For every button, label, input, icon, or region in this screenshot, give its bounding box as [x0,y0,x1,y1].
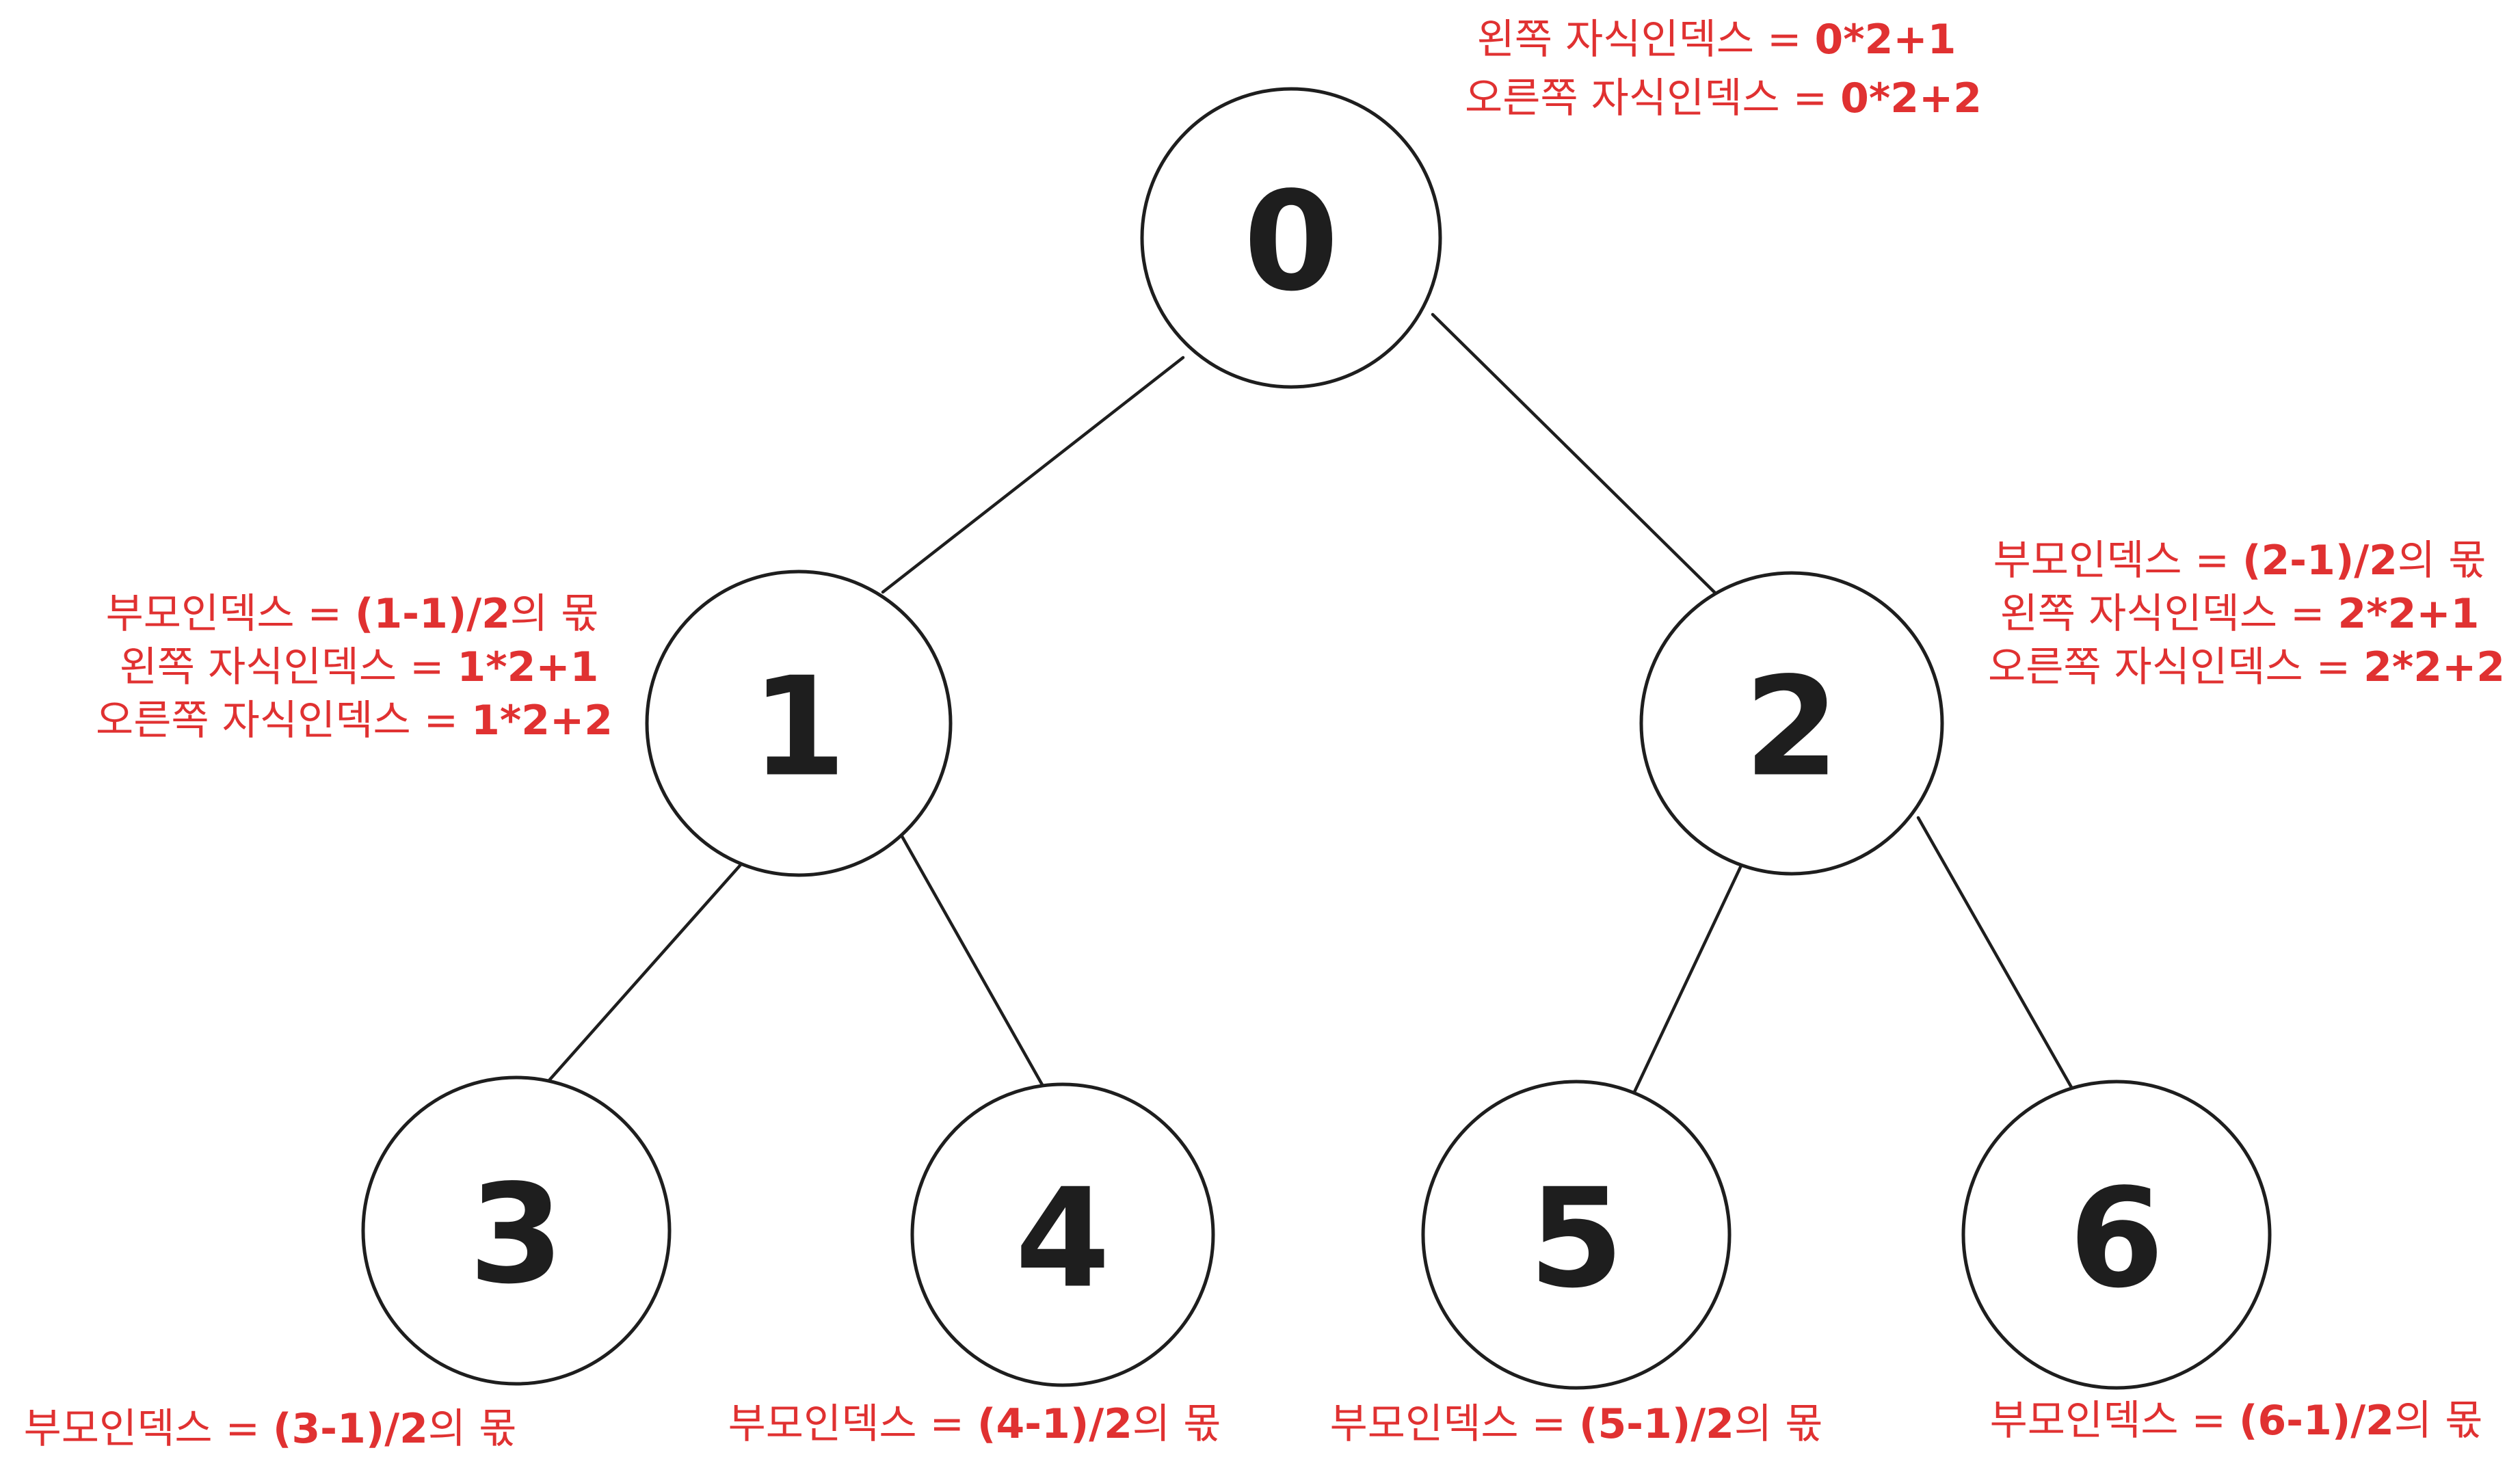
tree-node-0: 0 [1140,87,1442,389]
parent-formula: 부모인덱스 = (1-1)/2의 몫 [106,590,599,638]
edge-0-1 [881,356,1185,594]
annotation-text: 오른쪽 자식인덱스 = [1988,643,2363,691]
annotation-formula: (1-1)/2 [355,590,510,638]
node-circle [1961,1080,2272,1390]
tree-node-5: 5 [1421,1080,1732,1390]
annotation-suffix: 의 몫 [2398,537,2486,585]
node-label: 4 [1015,1160,1110,1319]
annotation-text: 부모인덱스 = [24,1405,273,1453]
node-circle [1140,87,1442,389]
annotation-formula: (2-1)/2 [2242,537,2398,585]
annotation-suffix: 의 몫 [510,590,598,638]
node-circle [910,1082,1215,1387]
annotation-formula: 0*2+2 [1840,75,1982,122]
node-circle [645,570,953,877]
annotation-formula: 0*2+1 [1814,16,1956,64]
annotation-formula: (3-1)/2 [273,1405,428,1453]
tree-node-2: 2 [1639,571,1944,876]
node-label: 6 [2069,1160,2164,1319]
annotation-text: 부모인덱스 = [106,590,355,638]
parent-formula: 부모인덱스 = (4-1)/2의 몫 [728,1400,1221,1448]
annotation-node-0: 왼쪽 자식인덱스 = 0*2+1 오른쪽 자식인덱스 = 0*2+2 [1465,16,1982,122]
annotation-text: 부모인덱스 = [1990,1397,2239,1445]
node-label: 2 [1744,648,1839,807]
annotation-text: 오른쪽 자식인덱스 = [96,697,471,745]
annotation-formula: (5-1)/2 [1579,1400,1734,1448]
tree-node-4: 4 [910,1082,1215,1387]
left-child-formula: 왼쪽 자식인덱스 = 2*2+1 [2000,590,2480,638]
parent-formula: 부모인덱스 = (6-1)/2의 몫 [1990,1397,2483,1445]
annotation-suffix: 의 몫 [1132,1400,1221,1448]
node-label: 1 [751,648,846,807]
right-child-formula: 오른쪽 자식인덱스 = 2*2+2 [1988,643,2505,691]
edge-2-6 [1916,816,2077,1095]
node-label: 3 [468,1155,563,1315]
right-child-formula: 오른쪽 자식인덱스 = 1*2+2 [96,697,613,745]
tree-node-6: 6 [1961,1080,2272,1390]
edge-2-5 [1628,861,1745,1104]
annotation-node-2: 부모인덱스 = (2-1)/2의 몫 왼쪽 자식인덱스 = 2*2+1 오른쪽 … [1988,537,2505,691]
node-label: 5 [1528,1160,1623,1319]
annotation-formula: (6-1)/2 [2239,1397,2394,1445]
node-circle [1421,1080,1732,1390]
annotation-suffix: 의 몫 [2394,1397,2482,1445]
annotation-node-4: 부모인덱스 = (4-1)/2의 몫 [728,1400,1221,1448]
annotation-suffix: 의 몫 [428,1405,516,1453]
annotation-node-1: 부모인덱스 = (1-1)/2의 몫 왼쪽 자식인덱스 = 1*2+1 오른쪽 … [96,590,613,745]
annotation-formula: 1*2+2 [471,697,613,745]
annotation-text: 부모인덱스 = [1330,1400,1579,1448]
node-label: 0 [1243,163,1338,322]
annotation-suffix: 의 몫 [1734,1400,1822,1448]
annotation-text: 왼쪽 자식인덱스 = [120,643,457,691]
parent-formula: 부모인덱스 = (2-1)/2의 몫 [1993,537,2486,585]
annotation-node-6: 부모인덱스 = (6-1)/2의 몫 [1990,1397,2483,1445]
annotation-formula: 2*2+2 [2363,643,2505,691]
edge-1-3 [542,857,747,1088]
annotation-text: 오른쪽 자식인덱스 = [1465,75,1840,122]
tree-edges [542,312,2077,1104]
annotation-node-5: 부모인덱스 = (5-1)/2의 몫 [1330,1400,1823,1448]
annotation-text: 왼쪽 자식인덱스 = [1477,16,1815,64]
left-child-formula: 왼쪽 자식인덱스 = 0*2+1 [1477,16,1957,64]
node-circle [361,1075,672,1386]
edge-0-2 [1431,312,1723,601]
annotation-formula: (4-1)/2 [977,1400,1132,1448]
left-child-formula: 왼쪽 자식인덱스 = 1*2+1 [120,643,599,691]
annotation-text: 부모인덱스 = [1993,537,2242,585]
tree-node-1: 1 [645,570,953,877]
tree-node-3: 3 [361,1075,672,1386]
parent-formula: 부모인덱스 = (5-1)/2의 몫 [1330,1400,1823,1448]
annotation-text: 왼쪽 자식인덱스 = [2000,590,2338,638]
parent-formula: 부모인덱스 = (3-1)/2의 몫 [24,1405,517,1453]
annotation-formula: 2*2+1 [2337,590,2479,638]
node-circle [1639,571,1944,876]
right-child-formula: 오른쪽 자식인덱스 = 0*2+2 [1465,75,1982,122]
annotation-text: 부모인덱스 = [728,1400,977,1448]
annotation-formula: 1*2+1 [457,643,598,691]
edge-1-4 [898,831,1052,1100]
annotation-node-3: 부모인덱스 = (3-1)/2의 몫 [24,1405,517,1453]
